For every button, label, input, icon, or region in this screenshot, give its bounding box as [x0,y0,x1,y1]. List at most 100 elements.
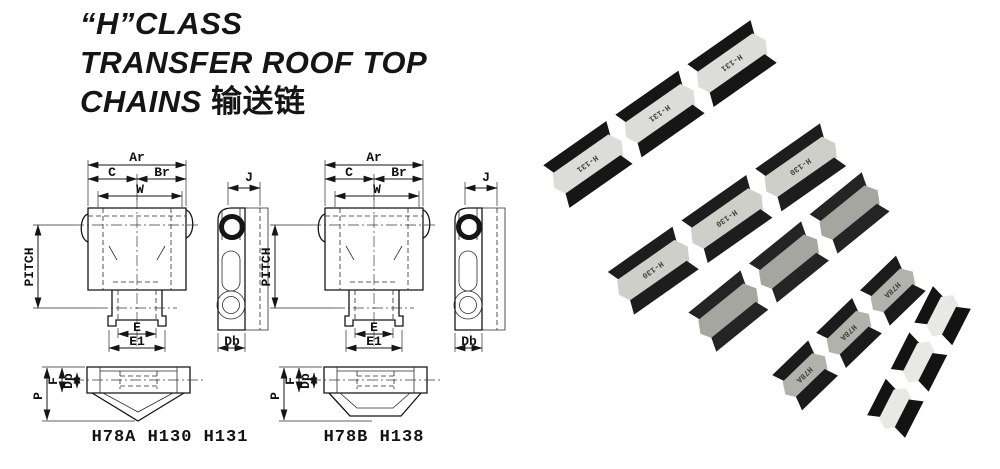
plan-view: Ar C Br W PITCH E E1 [22,150,201,352]
chain-link-body [902,341,936,383]
dim-label-c: C [345,165,353,180]
chain-link-bottom-edge [771,252,829,303]
chain-strand [688,172,890,352]
chain-strand [867,286,971,438]
side-plate-outline [217,207,246,331]
chain-link-bottom-edge [894,399,924,438]
chain-link-top-edge [687,20,755,73]
chain-link-bottom-edge [703,209,773,263]
page-title: “H”CLASS TRANSFER ROOF TOP CHAINS 输送链 [80,4,427,121]
chain-link-top-edge [607,226,677,281]
dim-label-dp: Dp [298,373,313,389]
title-line-3-cn: 输送链 [210,84,306,119]
plan-plate-outline [87,207,187,291]
dim-label-j: J [245,170,253,185]
dim-label-p: P [268,392,283,400]
dim-label-db: Db [461,334,477,349]
pin-hole [456,214,482,240]
chain-link-top-edge [867,378,896,418]
chain-link-body [690,188,764,250]
plan-right-pin-boss [422,209,431,239]
section-bottom-outer [91,392,185,422]
chain-link-top-edge [681,175,751,229]
dim-label-ar: Ar [129,150,145,165]
bushing-outer [453,290,483,320]
plan-plate-outline [324,207,424,291]
chain-link-body [624,83,696,145]
product-photo: H-131H-131H-131H-130H-130H-130H78AH78AH7… [543,20,971,438]
chain-link-body [552,134,624,195]
chain-link-body [819,185,880,241]
chain-link-body [879,387,912,429]
chain-link-bottom-edge [711,301,769,352]
chain-link-body [617,239,690,302]
title-line-3: CHAINS 输送链 [80,82,427,121]
plan-left-pin-boss [80,213,89,243]
chain-link-bottom-edge [637,104,705,158]
chain-dimension-drawing: Ar C Br W PITCH E E1 [22,150,269,447]
plan-left-pin-boss [317,213,326,243]
dim-label-pitch: PITCH [259,247,274,286]
dim-label-dp: Dp [61,373,76,389]
plan-right-pin-boss [185,209,194,239]
chain-link-bottom-edge [630,260,699,315]
side-view: J Db [216,170,269,352]
title-line-3-en: CHAINS [80,84,202,119]
side-plate-outline [454,207,483,331]
side-view: J Db [453,170,506,352]
dim-label-w: W [373,182,381,197]
chain-link-top-edge [859,255,903,298]
dim-label-c: C [108,165,116,180]
chain-link-bottom-edge [565,155,633,208]
chamfer-line [393,245,403,261]
bushing-inner [222,296,240,314]
slot-hole [458,250,478,292]
section-view: P F Dp [268,366,440,422]
dim-label-e1: E1 [129,334,145,349]
chain-link-body [764,136,837,199]
dim-label-e: E [133,320,141,335]
chain-link-top-edge [890,332,920,371]
dim-label-p: P [31,392,46,400]
dim-label-pitch: PITCH [22,247,37,286]
chain-link-top-edge [543,121,611,174]
dim-label-w: W [136,182,144,197]
chain-link-top-edge [755,123,824,178]
dim-label-f: F [46,377,61,385]
bushing-outer [216,290,246,320]
chain-link-body [870,268,916,313]
chain-link-body [696,33,768,94]
pin-hole [219,214,245,240]
chain-link-bottom-edge [839,326,882,368]
section-bar-outline [86,366,191,394]
dim-label-e1: E1 [366,334,382,349]
dim-label-db: Db [224,334,240,349]
section-bottom-inner [339,392,411,409]
plan-view: Ar C Br W PITCH E E1 [259,150,438,352]
bushing-inner [459,296,477,314]
chain-link-body [926,295,959,337]
chain-link-top-edge [816,298,859,340]
section-bar-outline [323,366,428,394]
chamfer-line [345,245,355,261]
chain-dimension-drawing: Ar C Br W PITCH E E1 [259,150,506,447]
chain-link-bottom-edge [795,368,839,411]
title-line-2: TRANSFER ROOF TOP [80,45,428,80]
chain-link-top-edge [749,221,807,272]
chain-link-top-edge [914,286,944,325]
dim-label-e: E [370,320,378,335]
chain-link-body [758,234,820,290]
dim-label-f: F [283,377,298,385]
chain-link-body [698,283,759,339]
chain-link-bottom-edge [942,306,971,346]
chain-link-bottom-edge [883,284,926,326]
side-outer-extent [245,207,269,331]
chain-link-body [826,310,872,356]
chain-link-bottom-edge [918,353,948,392]
dim-label-br: Br [154,165,170,180]
section-bottom-outer [328,392,422,417]
